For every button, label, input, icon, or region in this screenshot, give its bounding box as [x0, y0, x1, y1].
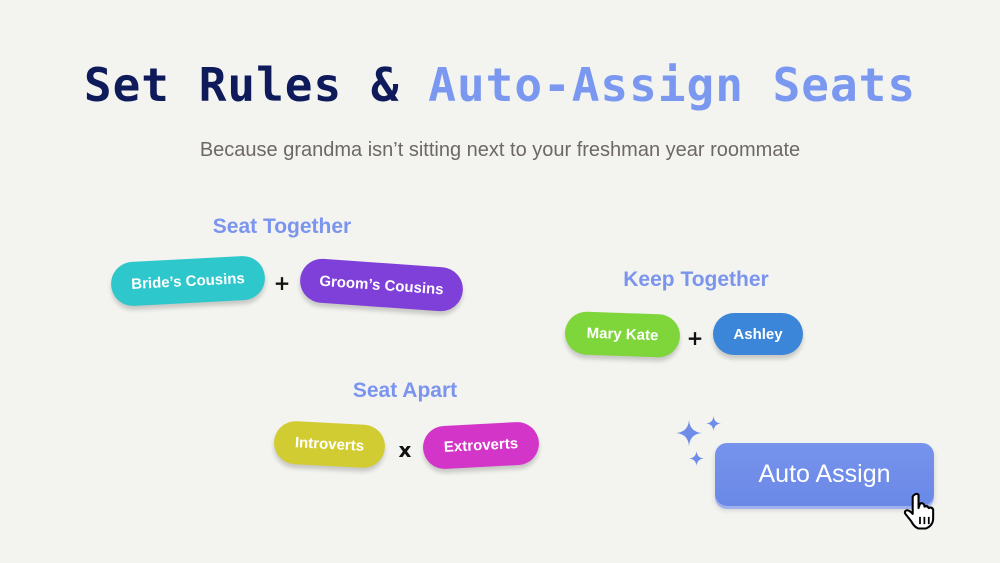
subtitle: Because grandma isn’t sitting next to yo…	[199, 139, 801, 161]
title-part-1: Set Rules &	[83, 58, 400, 112]
grooms-cousins-chip[interactable]: Groom’s Cousins	[298, 257, 465, 313]
plus-operator: +	[686, 326, 704, 350]
x-operator: x	[398, 438, 412, 462]
ashley-chip[interactable]: Ashley	[713, 313, 803, 355]
introverts-chip[interactable]: Introverts	[272, 420, 387, 469]
sparkle-icon	[676, 420, 702, 446]
brides-cousins-chip[interactable]: Bride’s Cousins	[109, 255, 267, 307]
auto-assign-button[interactable]: Auto Assign	[715, 443, 934, 506]
seat-together-heading: Seat Together	[212, 215, 352, 238]
seat-apart-heading: Seat Apart	[352, 379, 458, 402]
hand-pointer-icon	[903, 492, 935, 530]
sparkle-icon	[706, 416, 721, 431]
title-part-2: Auto-Assign Seats	[428, 58, 917, 112]
sparkle-icon	[689, 451, 704, 466]
extroverts-chip[interactable]: Extroverts	[421, 420, 541, 471]
page-title: Set Rules & Auto-Assign Seats	[0, 58, 1000, 112]
mary-kate-chip[interactable]: Mary Kate	[564, 311, 681, 358]
plus-operator: +	[273, 271, 291, 295]
keep-together-heading: Keep Together	[623, 268, 769, 291]
